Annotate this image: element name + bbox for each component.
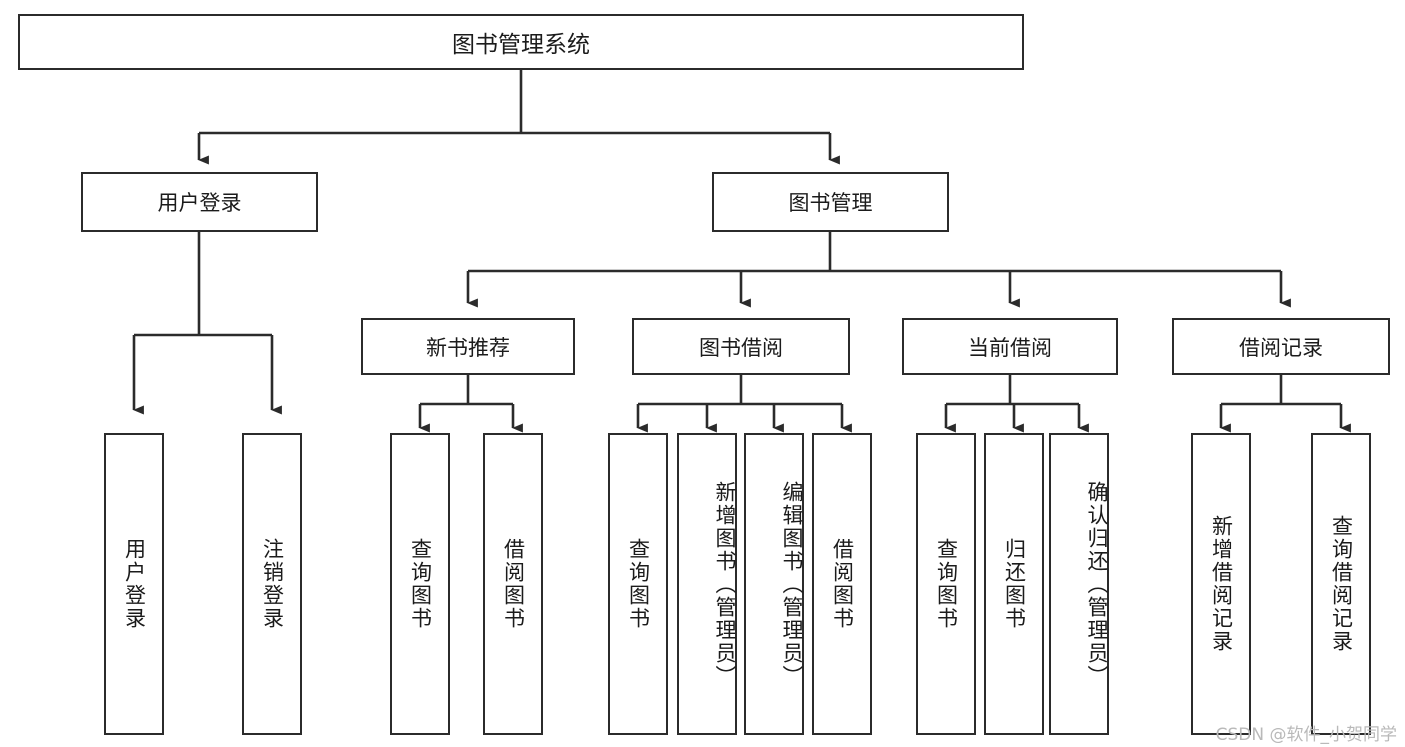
leaf-borrow-record-query[interactable]: 查询借阅记录 xyxy=(1311,433,1371,735)
leaf-new-book-query-label: 查询图书 xyxy=(408,538,433,630)
node-current-borrow[interactable]: 当前借阅 xyxy=(902,318,1118,375)
node-root-system[interactable]: 图书管理系统 xyxy=(18,14,1024,70)
node-current-borrow-label: 当前借阅 xyxy=(968,335,1052,360)
leaf-current-borrow-return[interactable]: 归还图书 xyxy=(984,433,1044,735)
leaf-borrow-record-query-label: 查询借阅记录 xyxy=(1329,515,1354,653)
node-new-book-recommend-label: 新书推荐 xyxy=(426,335,510,360)
node-user-login[interactable]: 用户登录 xyxy=(81,172,318,232)
leaf-book-borrow-add[interactable]: 新增图书（管理员） xyxy=(677,433,737,735)
leaf-borrow-record-add[interactable]: 新增借阅记录 xyxy=(1191,433,1251,735)
leaf-book-borrow-query[interactable]: 查询图书 xyxy=(608,433,668,735)
leaf-user-login-login[interactable]: 用户登录 xyxy=(104,433,164,735)
leaf-book-borrow-query-label: 查询图书 xyxy=(626,538,651,630)
leaf-current-borrow-query[interactable]: 查询图书 xyxy=(916,433,976,735)
node-new-book-recommend[interactable]: 新书推荐 xyxy=(361,318,575,375)
leaf-current-borrow-confirm-return-label: 确认归还（管理员） xyxy=(1085,480,1109,688)
leaf-current-borrow-confirm-return[interactable]: 确认归还（管理员） xyxy=(1049,433,1109,735)
leaf-new-book-borrow[interactable]: 借阅图书 xyxy=(483,433,543,735)
node-borrow-record[interactable]: 借阅记录 xyxy=(1172,318,1390,375)
leaf-new-book-borrow-label: 借阅图书 xyxy=(501,538,526,630)
leaf-book-borrow-edit-label: 编辑图书（管理员） xyxy=(780,480,804,688)
leaf-book-borrow-borrow[interactable]: 借阅图书 xyxy=(812,433,872,735)
leaf-book-borrow-add-label: 新增图书（管理员） xyxy=(713,480,737,688)
leaf-new-book-query[interactable]: 查询图书 xyxy=(390,433,450,735)
node-book-management[interactable]: 图书管理 xyxy=(712,172,949,232)
node-book-borrow-label: 图书借阅 xyxy=(699,335,783,360)
node-user-login-label: 用户登录 xyxy=(157,191,242,215)
leaf-borrow-record-add-label: 新增借阅记录 xyxy=(1209,515,1234,653)
node-borrow-record-label: 借阅记录 xyxy=(1239,335,1323,360)
node-book-management-label: 图书管理 xyxy=(788,191,873,215)
leaf-book-borrow-edit[interactable]: 编辑图书（管理员） xyxy=(744,433,804,735)
leaf-user-login-logout[interactable]: 注销登录 xyxy=(242,433,302,735)
leaf-book-borrow-borrow-label: 借阅图书 xyxy=(830,538,855,630)
leaf-current-borrow-return-label: 归还图书 xyxy=(1002,538,1027,630)
leaf-current-borrow-query-label: 查询图书 xyxy=(934,538,959,630)
node-root-system-label: 图书管理系统 xyxy=(452,32,590,58)
leaf-user-login-logout-label: 注销登录 xyxy=(260,538,285,630)
node-book-borrow[interactable]: 图书借阅 xyxy=(632,318,850,375)
leaf-user-login-login-label: 用户登录 xyxy=(122,538,147,630)
